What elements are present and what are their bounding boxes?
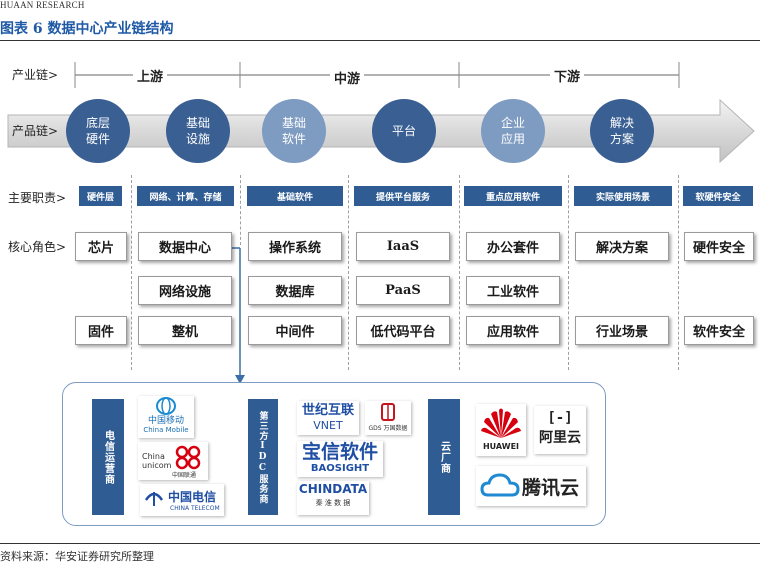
resp-network-compute-storage: 网络、计算、存储 bbox=[137, 186, 234, 206]
logo-text: BAOSIGHT bbox=[310, 463, 370, 474]
title-rule bbox=[0, 40, 760, 41]
china-unicom-logo: China unicom 中国联通 bbox=[138, 442, 208, 480]
role-server: 整机 bbox=[138, 316, 232, 345]
logo-text: CHINA TELECOM bbox=[170, 505, 220, 512]
role-database: 数据库 bbox=[248, 276, 342, 305]
logo-text: 宝信软件 bbox=[301, 441, 378, 463]
figure-title: 图表 6 数据中心产业链结构 bbox=[0, 21, 174, 37]
china-telecom-logo: 中国电信 CHINA TELECOM bbox=[140, 484, 224, 516]
role-hw-security: 硬件安全 bbox=[684, 232, 754, 261]
logo-text: CHINDATA bbox=[298, 482, 368, 496]
column-divider bbox=[131, 175, 132, 370]
stage-upstream: 上游 bbox=[133, 66, 168, 85]
role-chip: 芯片 bbox=[75, 232, 127, 261]
product-basic-software: 基础 软件 bbox=[262, 99, 326, 163]
role-industry-scene: 行业场景 bbox=[575, 316, 669, 345]
role-row-label: 核心角色> bbox=[8, 240, 67, 254]
footer-source: 资料来源：华安证券研究所整理 bbox=[0, 550, 154, 563]
role-paas: PaaS bbox=[356, 276, 450, 305]
resp-key-apps: 重点应用软件 bbox=[464, 186, 562, 206]
logo-text: HUAWEI bbox=[482, 442, 520, 451]
logo-text: 中国电信 bbox=[168, 490, 217, 504]
role-network: 网络设施 bbox=[138, 276, 232, 305]
logo-text: 腾讯云 bbox=[522, 477, 580, 499]
column-divider bbox=[240, 175, 241, 245]
tencent-cloud-logo: 腾讯云 bbox=[476, 466, 586, 506]
resp-basic-software: 基础软件 bbox=[247, 186, 343, 206]
logo-text: VNET bbox=[313, 419, 343, 432]
role-iaas: IaaS bbox=[356, 232, 450, 261]
role-datacenter: 数据中心 bbox=[138, 232, 232, 261]
source-org: HUAAN RESEARCH bbox=[0, 0, 85, 10]
column-divider bbox=[459, 175, 460, 370]
product-line1: 解决 bbox=[609, 116, 634, 130]
resp-usage-scenarios: 实际使用场景 bbox=[574, 186, 672, 206]
product-line1: 基础 bbox=[281, 116, 306, 130]
role-os: 操作系统 bbox=[248, 232, 342, 261]
stage-midstream: 中游 bbox=[330, 68, 365, 87]
logo-text: unicom bbox=[142, 461, 172, 470]
product-line1: 平台 bbox=[391, 124, 416, 138]
logo-text: China Mobile bbox=[143, 426, 189, 434]
product-enterprise-app: 企业 应用 bbox=[481, 99, 545, 163]
product-line2: 方案 bbox=[609, 132, 634, 146]
product-line1: 基础 bbox=[185, 116, 210, 130]
product-row-label: 产品链> bbox=[12, 124, 59, 138]
china-mobile-logo: 中国移动 China Mobile bbox=[138, 396, 194, 438]
aliyun-bracket-icon: [-] bbox=[547, 410, 573, 426]
aliyun-logo: [-] 阿里云 bbox=[534, 406, 586, 454]
role-sw-security: 软件安全 bbox=[684, 316, 754, 345]
logo-text: China bbox=[142, 452, 165, 461]
strip-telecom-operators: 电信运营商 bbox=[92, 399, 124, 515]
strip-third-party-idc: 第三方IDC服务商 bbox=[248, 399, 278, 515]
resp-platform-service: 提供平台服务 bbox=[354, 186, 452, 206]
role-lowcode: 低代码平台 bbox=[356, 316, 450, 345]
role-office: 办公套件 bbox=[466, 232, 560, 261]
vnet-logo: 世纪互联 VNET bbox=[297, 401, 359, 435]
product-bottom-hardware: 底层 硬件 bbox=[66, 99, 130, 163]
role-middleware: 中间件 bbox=[248, 316, 342, 345]
resp-hardware-layer: 硬件层 bbox=[79, 186, 122, 206]
gds-logo: GDS 万国数据 bbox=[365, 401, 411, 435]
product-platform: 平台 bbox=[372, 99, 436, 163]
product-infrastructure: 基础 设施 bbox=[166, 99, 230, 163]
logo-text: GDS 万国数据 bbox=[368, 425, 408, 432]
column-divider bbox=[678, 175, 679, 370]
baosight-logo: 宝信软件 BAOSIGHT bbox=[297, 441, 383, 477]
product-solution: 解决 方案 bbox=[590, 99, 654, 163]
role-firmware: 固件 bbox=[75, 316, 127, 345]
logo-text: 中国联通 bbox=[172, 472, 197, 479]
stage-downstream: 下游 bbox=[550, 66, 585, 85]
strip-cloud-vendors: 云厂商 bbox=[428, 399, 460, 515]
product-line1: 企业 bbox=[500, 116, 525, 130]
resp-hw-sw-security: 软硬件安全 bbox=[683, 186, 753, 206]
product-line2: 设施 bbox=[185, 132, 210, 146]
product-line1: 底层 bbox=[85, 116, 110, 130]
logo-text: 秦 淮 数 据 bbox=[315, 499, 351, 507]
product-line2: 软件 bbox=[281, 132, 306, 146]
footer-rule bbox=[0, 543, 760, 544]
logo-text: 世纪互联 bbox=[301, 403, 354, 418]
role-industrial: 工业软件 bbox=[466, 276, 560, 305]
product-line2: 硬件 bbox=[85, 132, 110, 146]
role-solution: 解决方案 bbox=[575, 232, 669, 261]
logo-text: 阿里云 bbox=[539, 430, 581, 446]
logo-text: 中国移动 bbox=[147, 416, 184, 426]
chain-row-label: 产业链> bbox=[12, 68, 59, 82]
column-divider bbox=[568, 175, 569, 370]
huawei-logo: HUAWEI bbox=[476, 404, 526, 456]
responsibility-row-label: 主要职责> bbox=[8, 191, 67, 205]
column-divider bbox=[348, 175, 349, 370]
role-app-software: 应用软件 bbox=[466, 316, 560, 345]
chindata-logo: CHINDATA 秦 淮 数 据 bbox=[297, 481, 369, 515]
product-line2: 应用 bbox=[500, 132, 525, 146]
